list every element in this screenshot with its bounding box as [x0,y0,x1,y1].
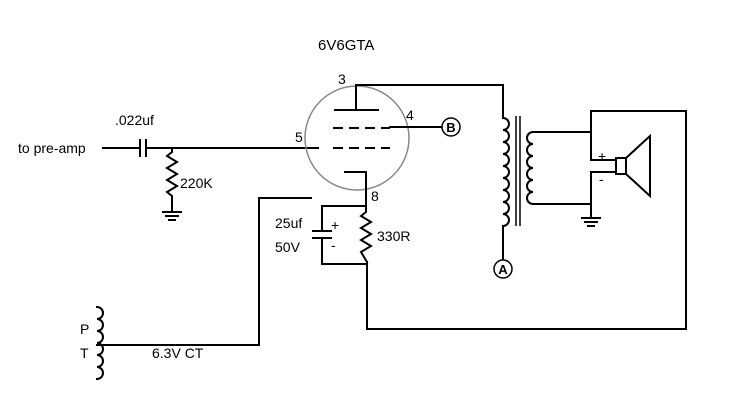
ground-symbol-grid [162,211,182,221]
bypass-cap-voltage-label: 50V [275,239,301,255]
tube-type-label: 6V6GTA [318,37,374,54]
grid-resistor-label: 220K [180,175,213,191]
node-a [493,259,513,279]
node-b-label: B [446,120,455,135]
node-b [441,117,461,137]
output-transformer-primary [501,116,510,228]
bypass-cap-minus-label: - [331,237,336,253]
secondary-top-wire [532,131,617,161]
speaker [615,133,651,199]
input-label: to pre-amp [18,140,86,156]
cathode-resistor [359,187,373,264]
tube-plate [334,84,379,111]
tube-cathode [344,171,367,189]
speaker-plus-label: + [598,148,606,164]
output-transformer-core [515,116,521,226]
node-a-label: A [498,262,508,277]
cap-top-wire [321,205,367,232]
power-transformer-winding [95,305,104,381]
bypass-cap-plus-label: + [331,217,339,233]
output-transformer-secondary [526,130,535,206]
coupling-cap-label: .022uf [115,112,154,128]
heater-voltage-label: 6.3V CT [152,345,204,361]
cathode-resistor-label: 330R [377,228,410,244]
heater-wire [104,197,312,346]
ground-symbol-speaker [581,203,601,227]
speaker-minus-label: - [599,171,604,187]
cap-bottom-wire [321,237,367,265]
power-transformer-p-label: P [80,321,89,337]
secondary-bottom-wire [532,171,617,205]
pin-3-label: 3 [338,71,346,87]
grid-resistor [165,147,179,213]
bypass-cap-value-label: 25uf [275,215,302,231]
cathode-bypass-capacitor [312,230,332,239]
pin-8-label: 8 [371,188,379,204]
pin-5-label: 5 [295,129,303,145]
power-transformer-t-label: T [80,345,89,361]
plate-wire [355,84,504,119]
feedback-wire [366,110,687,330]
pin-4-label: 4 [406,107,414,123]
